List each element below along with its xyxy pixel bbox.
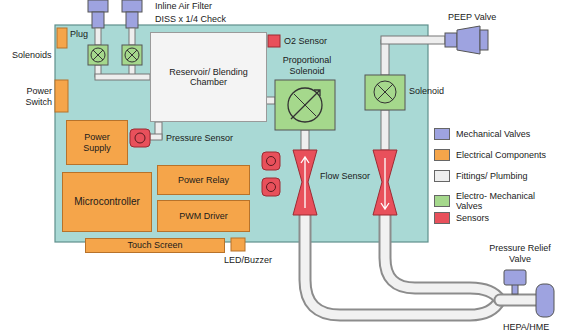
o2-label: O2 Sensor (284, 36, 327, 47)
power-supply: Power Supply (66, 120, 128, 165)
legend-row: Electrical Components (434, 149, 561, 161)
patient-hoses (305, 215, 538, 315)
plug-label: Plug (70, 29, 88, 40)
solenoid-label: Solenoid (409, 86, 444, 97)
legend-text: Mechanical Valves (456, 129, 561, 139)
microcontroller: Microcontroller (62, 172, 152, 232)
switch-label: Power Switch (14, 86, 52, 108)
inlet-filters (88, 0, 142, 28)
led-label: LED/Buzzer (224, 255, 272, 266)
box-label: PWM Driver (176, 211, 231, 221)
o2-sensor (268, 35, 280, 47)
pressure-sensor-label: Pressure Sensor (166, 133, 233, 144)
touch-screen: Touch Screen (85, 238, 225, 253)
legend-row: Electro- Mechanical Valves (434, 191, 561, 212)
box-label: Reservoir/ Blending Chamber (151, 67, 266, 88)
peep-label: PEEP Valve (448, 12, 496, 23)
box-label: Power Supply (67, 132, 127, 153)
pressure-sensor (130, 129, 150, 147)
legend-swatch (434, 170, 450, 182)
pressure-sensor-port (135, 133, 145, 143)
relief-valve-label: Pressure Relief Valve (480, 243, 560, 265)
legend-text: Fittings/ Plumbing (456, 171, 561, 181)
peep-valve (445, 26, 488, 54)
check-label: DISS x 1/4 Check (155, 14, 226, 25)
plumbing (95, 28, 445, 150)
legend-swatch (434, 212, 450, 224)
flow-pressure-sensors (262, 152, 280, 196)
box-label: Microcontroller (71, 196, 143, 208)
legend-row: Sensors (434, 212, 561, 224)
hepa-filter (536, 284, 554, 317)
legend-row: Mechanical Valves (434, 128, 561, 140)
plug (57, 28, 67, 48)
filter-label: Inline Air Filter (155, 1, 212, 12)
prop-solenoid-label: Proportional Solenoid (276, 55, 338, 77)
legend-text: Electro- Mechanical Valves (456, 191, 561, 212)
legend-swatch (434, 195, 450, 207)
box-label: Power Relay (175, 175, 232, 185)
legend-row: Fittings/ Plumbing (434, 170, 561, 182)
solenoids-label: Solenoids (12, 50, 52, 61)
led-buzzer (231, 238, 245, 251)
flow-sensors (293, 150, 397, 215)
pwm-driver: PWM Driver (157, 200, 250, 232)
flow-sensor-label: Flow Sensor (319, 171, 371, 182)
proportional-solenoid (275, 80, 335, 130)
legend-swatch (434, 128, 450, 140)
blending-chamber: Reservoir/ Blending Chamber (150, 32, 267, 122)
power-relay: Power Relay (157, 165, 250, 195)
power-switch (55, 80, 68, 112)
legend-text: Sensors (456, 213, 561, 223)
relief-valve (504, 270, 526, 285)
exhalation-solenoid (365, 75, 405, 110)
circuit-board (55, 25, 428, 242)
legend-text: Electrical Components (456, 150, 561, 160)
legend-swatch (434, 149, 450, 161)
box-label: Touch Screen (124, 240, 185, 250)
hepa-label: HEPA/HME (503, 322, 549, 333)
inlet-solenoids (88, 45, 142, 65)
